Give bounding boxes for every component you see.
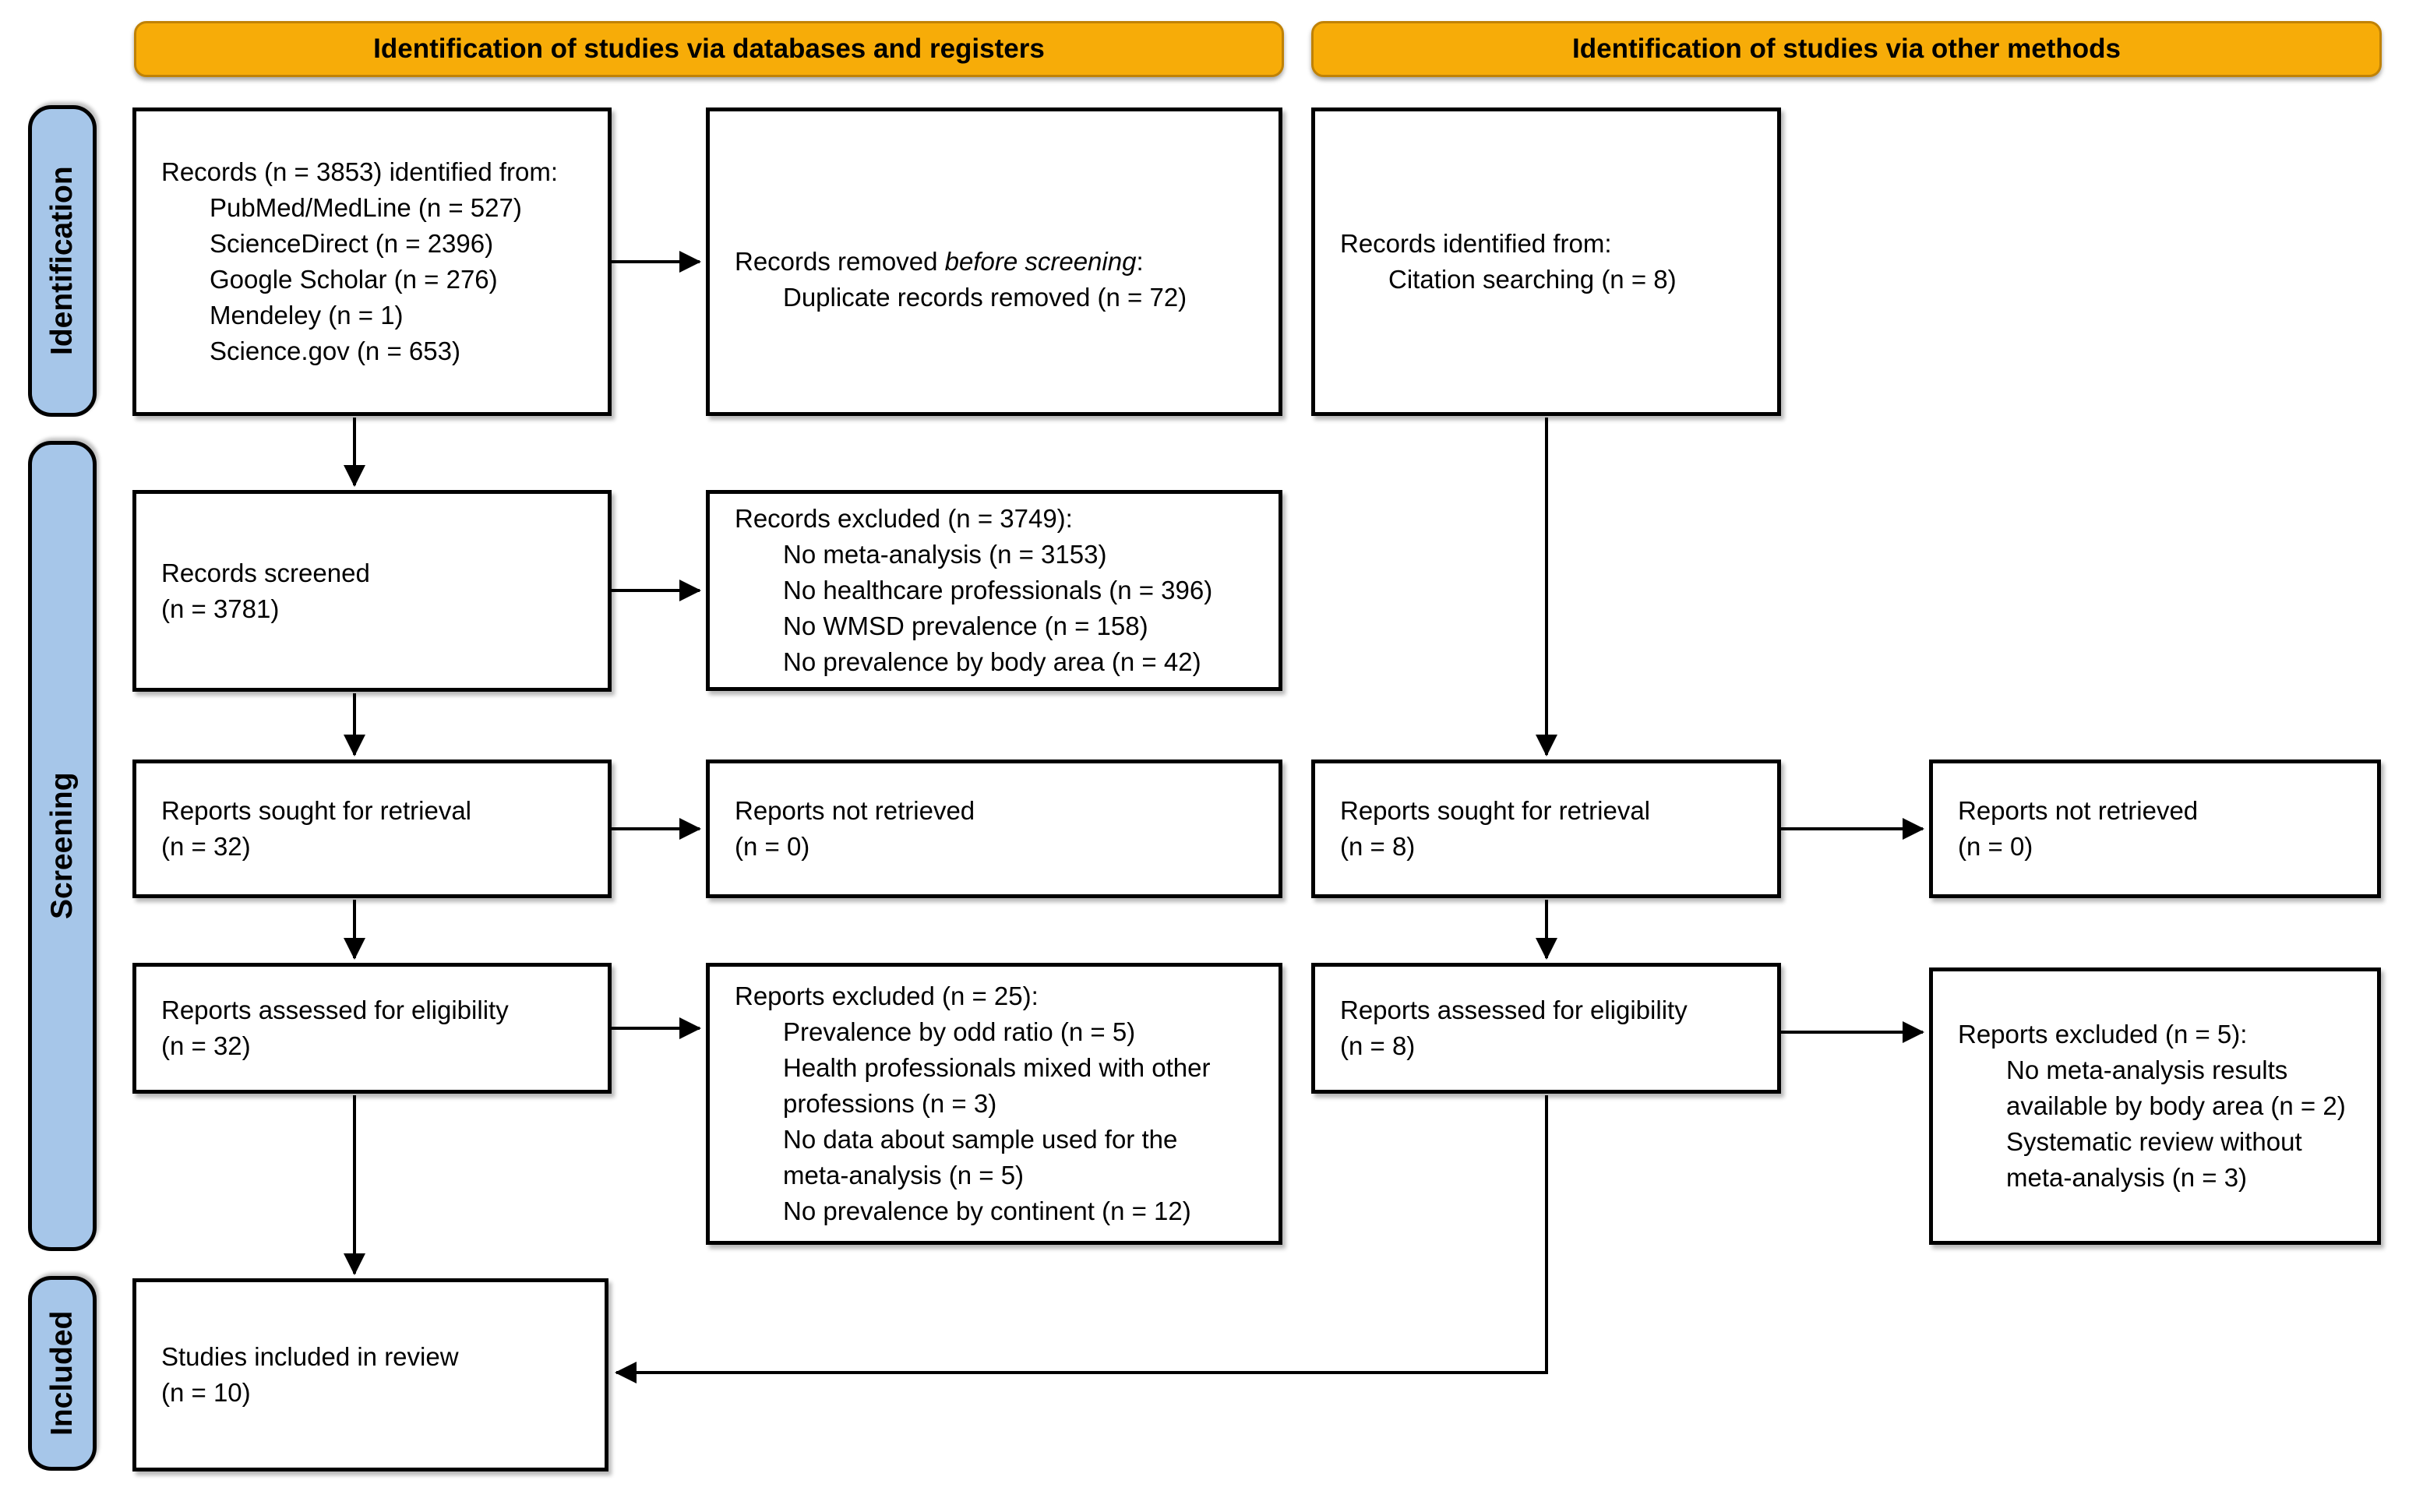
header-other-methods-label: Identification of studies via other meth… — [1572, 33, 2121, 64]
stage-included: Included — [28, 1276, 97, 1471]
records-excluded-item: No healthcare professionals (n = 396) — [783, 576, 1213, 604]
header-other-methods: Identification of studies via other meth… — [1311, 21, 2382, 77]
records-removed-prefix: Records removed — [735, 247, 945, 276]
box-reports-assessed: Reports assessed for eligibility (n = 32… — [132, 963, 612, 1094]
studies-included-line1: Studies included in review — [161, 1342, 459, 1371]
box-records-removed: Records removed before screening: Duplic… — [706, 107, 1282, 416]
stage-screening: Screening — [28, 441, 97, 1251]
reports-excluded-item: No data about sample used for the meta-a… — [783, 1125, 1178, 1190]
box-reports-not-retrieved-other: Reports not retrieved (n = 0) — [1929, 760, 2381, 898]
records-identified-title: Records (n = 3853) identified from: — [161, 157, 559, 186]
reports-excluded-item: Health professionals mixed with other pr… — [783, 1053, 1211, 1118]
reports-assessed-line2: (n = 32) — [161, 1031, 251, 1060]
reports-sought-line2: (n = 32) — [161, 832, 251, 861]
records-removed-item: Duplicate records removed (n = 72) — [783, 283, 1187, 312]
reports-not-retrieved-line2: (n = 0) — [735, 832, 810, 861]
records-removed-emphasis: before screening — [944, 247, 1137, 276]
records-identified-other-title: Records identified from: — [1340, 229, 1612, 258]
records-identified-item: PubMed/MedLine (n = 527) — [210, 193, 522, 222]
box-records-identified-other: Records identified from: Citation search… — [1311, 107, 1781, 416]
reports-excluded-item: No prevalence by continent (n = 12) — [783, 1197, 1191, 1225]
records-identified-item: Google Scholar (n = 276) — [210, 265, 498, 294]
records-identified-item: Mendeley (n = 1) — [210, 301, 404, 330]
records-excluded-item: No WMSD prevalence (n = 158) — [783, 611, 1148, 640]
records-identified-item: Science.gov (n = 653) — [210, 337, 460, 365]
records-identified-item: ScienceDirect (n = 2396) — [210, 229, 494, 258]
reports-sought-other-line2: (n = 8) — [1340, 832, 1416, 861]
header-databases-registers-label: Identification of studies via databases … — [373, 33, 1045, 64]
reports-sought-line1: Reports sought for retrieval — [161, 796, 472, 825]
records-removed-suffix: : — [1136, 247, 1144, 276]
records-identified-other-item: Citation searching (n = 8) — [1388, 265, 1677, 294]
reports-excluded-item: Prevalence by odd ratio (n = 5) — [783, 1017, 1136, 1046]
records-removed-title: Records removed before screening: — [735, 208, 1254, 280]
records-excluded-title: Records excluded (n = 3749): — [735, 504, 1073, 533]
reports-excluded-title: Reports excluded (n = 25): — [735, 982, 1039, 1010]
reports-excluded-other-item: No meta-analysis results available by bo… — [2006, 1056, 2346, 1120]
records-excluded-item: No prevalence by body area (n = 42) — [783, 647, 1201, 676]
reports-excluded-other-item: Systematic review without meta-analysis … — [2006, 1127, 2302, 1192]
box-studies-included: Studies included in review (n = 10) — [132, 1278, 608, 1471]
stage-included-label: Included — [45, 1310, 79, 1436]
reports-excluded-other-title: Reports excluded (n = 5): — [1958, 1020, 2248, 1049]
reports-assessed-line1: Reports assessed for eligibility — [161, 996, 509, 1024]
box-records-identified: Records (n = 3853) identified from: PubM… — [132, 107, 612, 416]
header-databases-registers: Identification of studies via databases … — [134, 21, 1284, 77]
reports-sought-other-line1: Reports sought for retrieval — [1340, 796, 1651, 825]
reports-not-retrieved-other-line1: Reports not retrieved — [1958, 796, 2199, 825]
reports-assessed-other-line2: (n = 8) — [1340, 1031, 1416, 1060]
box-reports-sought-other: Reports sought for retrieval (n = 8) — [1311, 760, 1781, 898]
records-screened-line2: (n = 3781) — [161, 594, 280, 623]
reports-not-retrieved-other-line2: (n = 0) — [1958, 832, 2033, 861]
box-reports-not-retrieved: Reports not retrieved (n = 0) — [706, 760, 1282, 898]
stage-identification-label: Identification — [45, 166, 79, 356]
reports-assessed-other-line1: Reports assessed for eligibility — [1340, 996, 1688, 1024]
records-excluded-item: No meta-analysis (n = 3153) — [783, 540, 1107, 569]
stage-identification: Identification — [28, 105, 97, 417]
box-records-excluded: Records excluded (n = 3749): No meta-ana… — [706, 490, 1282, 691]
box-reports-excluded: Reports excluded (n = 25): Prevalence by… — [706, 963, 1282, 1245]
box-reports-assessed-other: Reports assessed for eligibility (n = 8) — [1311, 963, 1781, 1094]
records-screened-line1: Records screened — [161, 558, 370, 587]
box-records-screened: Records screened (n = 3781) — [132, 490, 612, 692]
studies-included-line2: (n = 10) — [161, 1378, 251, 1407]
box-reports-excluded-other: Reports excluded (n = 5): No meta-analys… — [1929, 967, 2381, 1245]
reports-not-retrieved-line1: Reports not retrieved — [735, 796, 975, 825]
stage-screening-label: Screening — [45, 772, 79, 920]
box-reports-sought: Reports sought for retrieval (n = 32) — [132, 760, 612, 898]
